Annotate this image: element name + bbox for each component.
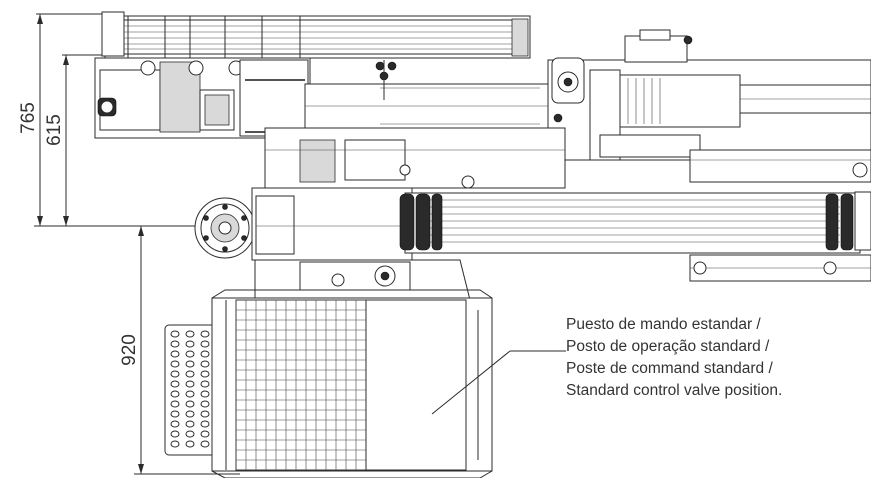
- slewing-turret: [194, 197, 256, 259]
- dim-615-label: 615: [44, 114, 65, 146]
- callout-leader: [431, 350, 566, 415]
- control-valve-station: [164, 289, 493, 478]
- lower-boom: [251, 187, 871, 261]
- dimension-920: 920: [119, 226, 240, 475]
- undercarriage: [254, 254, 871, 301]
- callout-line-fr: Poste de command standard /: [566, 360, 773, 377]
- callout-text: Puesto de mando estandar / Posto de oper…: [566, 314, 782, 402]
- dimension-765: 765: [18, 13, 112, 226]
- callout-line-pt: Posto de operação standard /: [566, 338, 770, 355]
- upper-boom: [101, 11, 531, 59]
- central-frame: [264, 127, 566, 189]
- callout-line-es: Puesto de mando estandar /: [566, 316, 761, 333]
- dim-920-label: 920: [119, 334, 140, 366]
- dim-765-label: 765: [18, 102, 39, 134]
- callout-line-en: Standard control valve position.: [566, 382, 783, 399]
- upper-arm-assembly: [94, 57, 556, 151]
- motor-block: [547, 29, 871, 183]
